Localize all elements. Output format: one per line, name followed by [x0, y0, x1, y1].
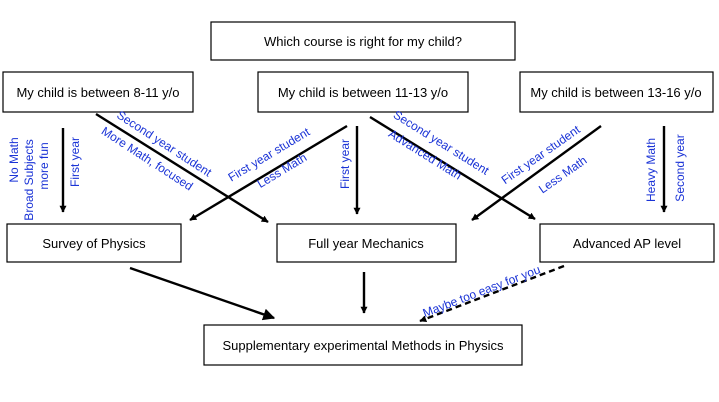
- ap-node: Advanced AP level: [539, 223, 715, 263]
- label-second-year-right: Second year: [673, 134, 687, 201]
- mechanics-node: Full year Mechanics: [276, 223, 457, 263]
- label-no-math: No Math: [7, 137, 21, 182]
- supplementary-label: Supplementary experimental Methods in Ph…: [222, 338, 504, 353]
- ap-label: Advanced AP level: [573, 236, 681, 251]
- age-11-13-node: My child is between 11-13 y/o: [257, 71, 469, 113]
- age-8-11-node: My child is between 8-11 y/o: [2, 71, 194, 113]
- arrow-ap-to-supplementary: [419, 264, 565, 323]
- arrow-13-16-to-mechanics: [471, 125, 602, 221]
- edge-labels: No Math Broad Subjects more fun First ye…: [7, 108, 687, 321]
- arrow-survey-to-supplementary: [129, 266, 276, 321]
- label-heavy-math: Heavy Math: [644, 138, 658, 202]
- question-label: Which course is right for my child?: [264, 34, 462, 49]
- survey-node: Survey of Physics: [6, 223, 182, 263]
- label-maybe-too-easy: Maybe too easy for you: [421, 262, 542, 320]
- arrow-11-13-to-ap: [369, 115, 536, 221]
- label-broad-subjects: Broad Subjects: [22, 139, 36, 220]
- label-first-year-mid: First year: [338, 139, 352, 189]
- question-node: Which course is right for my child?: [210, 21, 516, 61]
- supplementary-node: Supplementary experimental Methods in Ph…: [203, 324, 523, 366]
- arrow-8-11-to-mechanics: [95, 112, 269, 224]
- label-first-year-left: First year: [68, 137, 82, 187]
- arrow-11-13-to-survey: [189, 124, 348, 222]
- age-8-11-label: My child is between 8-11 y/o: [16, 85, 179, 100]
- mechanics-label: Full year Mechanics: [308, 236, 424, 251]
- age-13-16-node: My child is between 13-16 y/o: [519, 71, 714, 113]
- age-11-13-label: My child is between 11-13 y/o: [278, 85, 448, 100]
- label-more-fun: more fun: [37, 142, 51, 189]
- survey-label: Survey of Physics: [42, 236, 146, 251]
- age-13-16-label: My child is between 13-16 y/o: [530, 85, 701, 100]
